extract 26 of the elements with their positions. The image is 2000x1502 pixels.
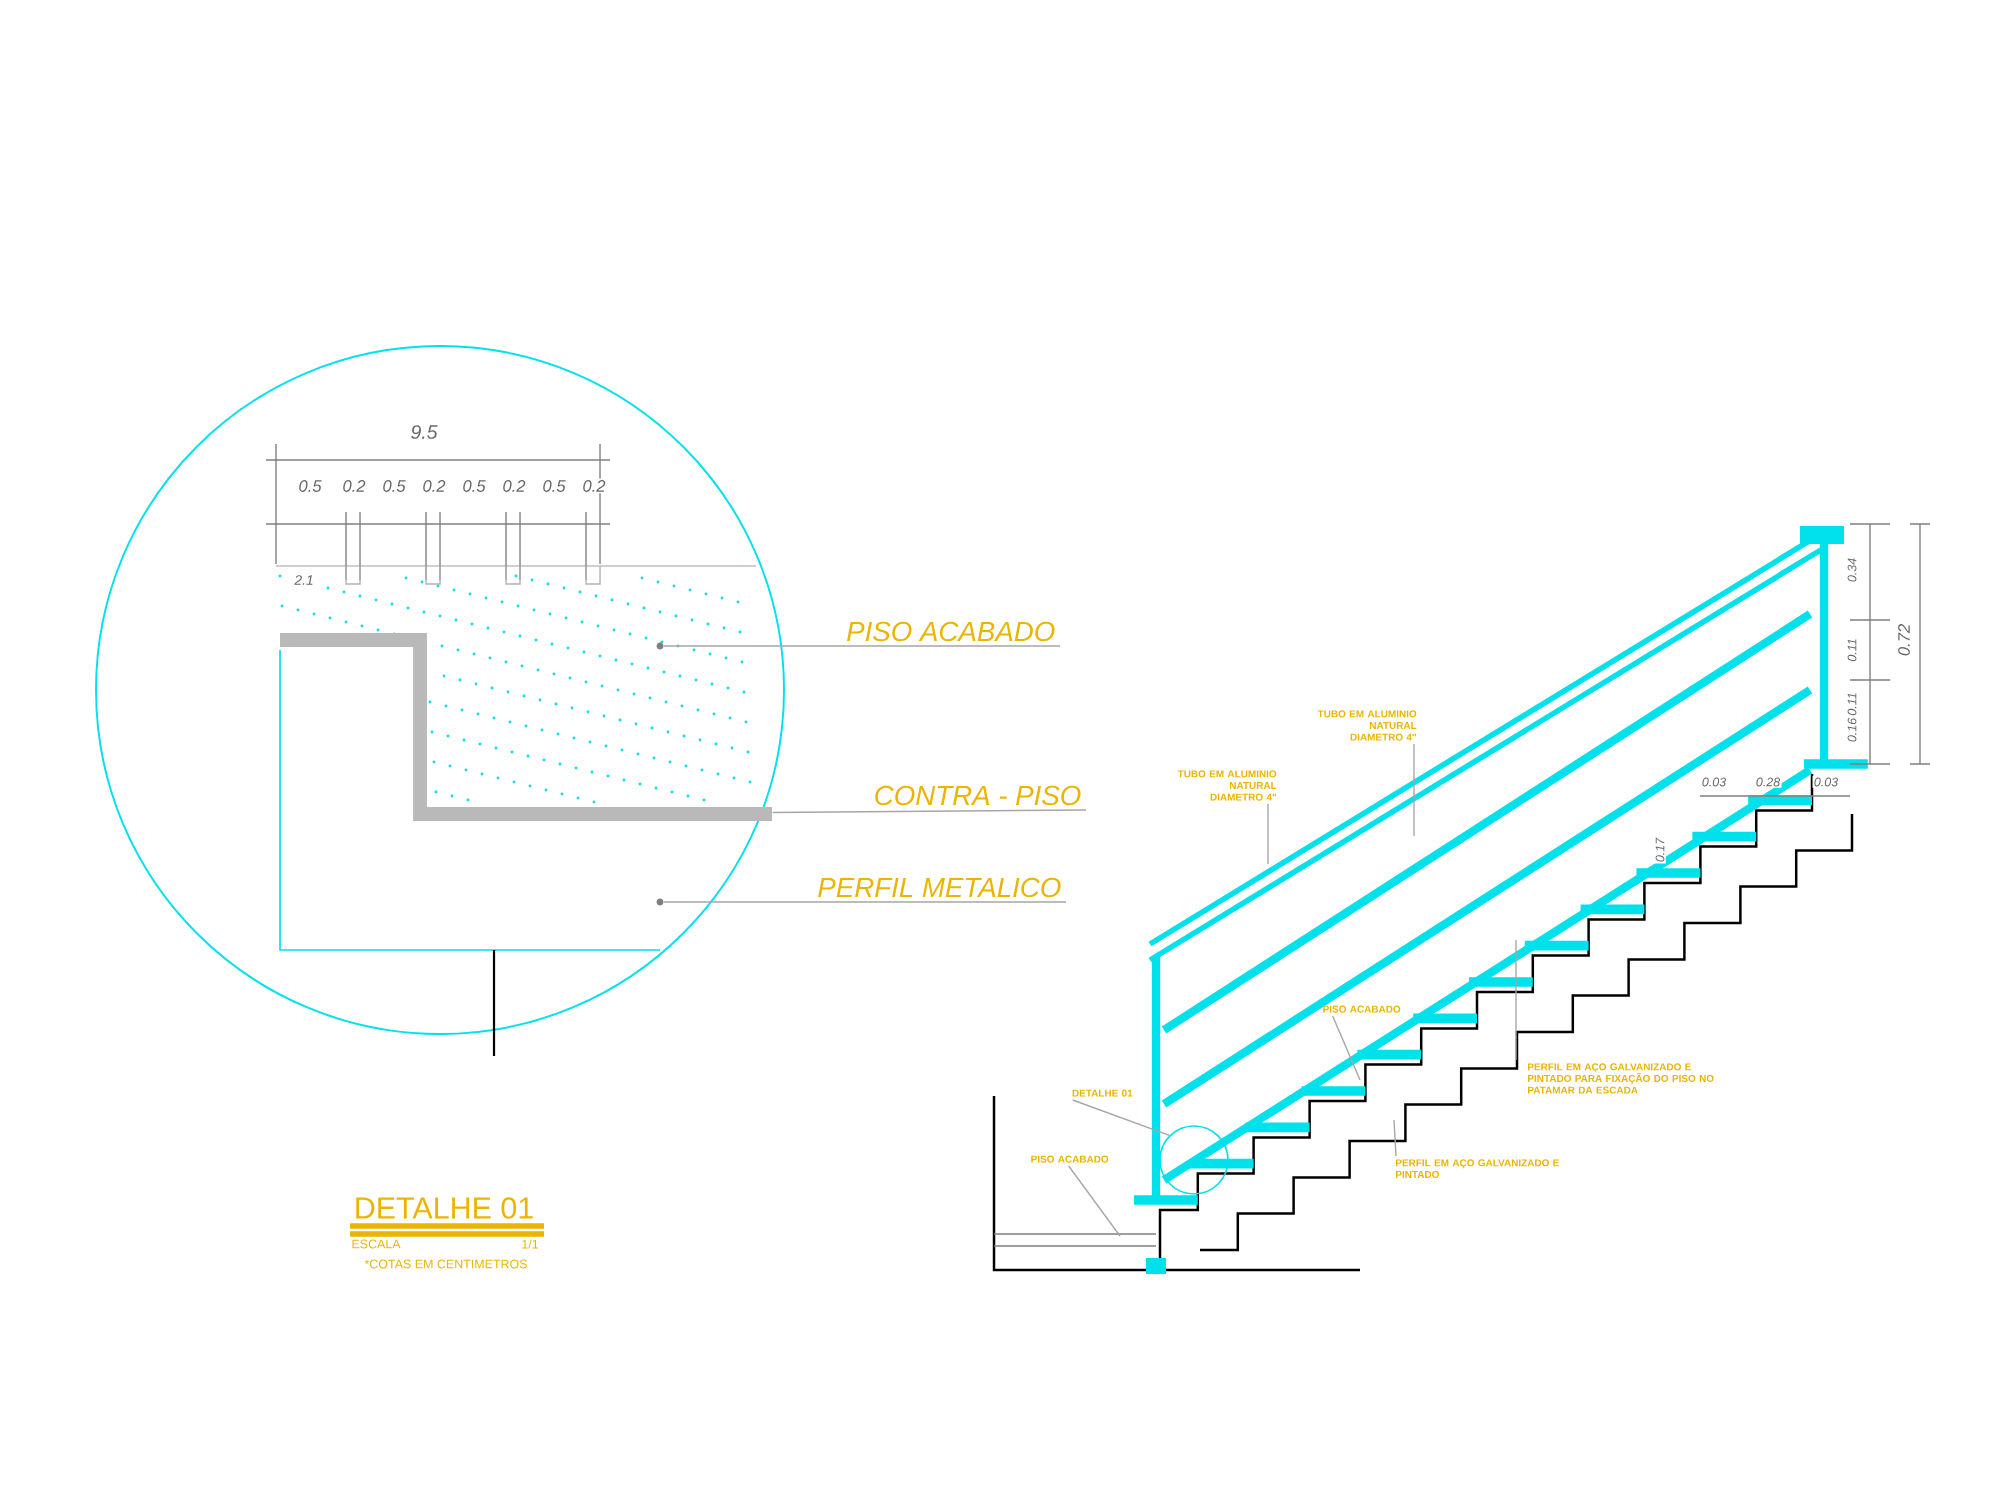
leader-line (1267, 803, 1269, 865)
leader-line (1413, 743, 1415, 837)
callout-text: CONTRA - PISO (875, 785, 1081, 806)
dimension-text: 0.5 (541, 478, 567, 494)
leader-line (1515, 939, 1517, 1061)
dimension-text: 9.5 (409, 423, 439, 441)
dimension-text: 0.5 (381, 478, 407, 494)
leader-line (771, 809, 1087, 814)
dimension-text: 0.2 (341, 478, 367, 494)
callout-text: PERFIL METALICO (818, 877, 1061, 898)
leader-line (1068, 1165, 1121, 1237)
leader-line (1393, 1119, 1397, 1157)
detail-title: DETALHE 01 (352, 1195, 536, 1221)
dimension-text: 0.2 (581, 478, 607, 494)
dimension-text: 0.2 (501, 478, 527, 494)
dimension-text: 0.72 (1896, 622, 1912, 658)
callout-text: PISO ACABADO (847, 621, 1055, 642)
contra-piso-drawing (280, 633, 772, 821)
detail-circle (1159, 1125, 1229, 1195)
leader-line (1072, 1099, 1171, 1137)
dimension-text: 0.5 (461, 478, 487, 494)
leader-line (663, 645, 1061, 647)
dimension-text: 0.2 (421, 478, 447, 494)
leader-line (1332, 1015, 1361, 1081)
dimension-text: 0.5 (297, 478, 323, 494)
leader-line (663, 901, 1067, 903)
